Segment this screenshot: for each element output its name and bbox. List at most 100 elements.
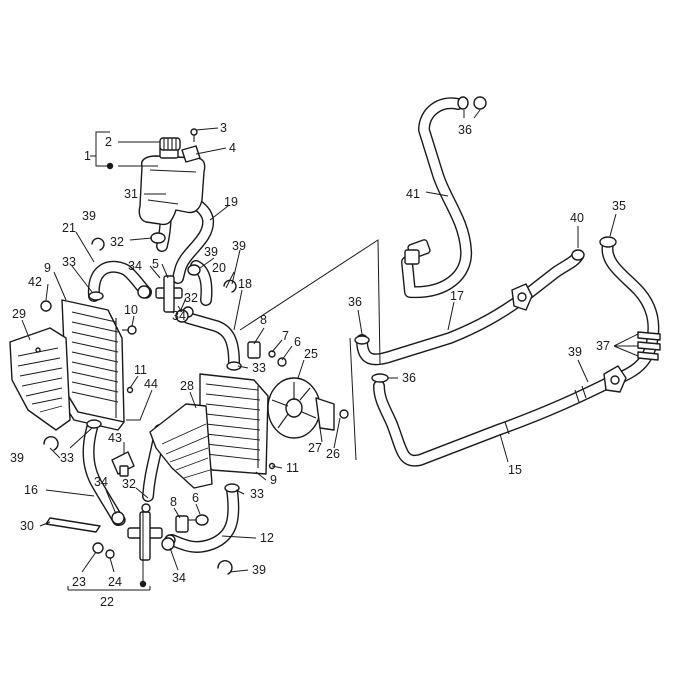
plate-30 [45, 517, 101, 533]
hose-18 [182, 312, 240, 368]
expansion-tank [138, 128, 206, 226]
clamp-36b [354, 335, 370, 345]
callout-33b: 33 [252, 361, 266, 375]
right-radiator-cover [149, 403, 213, 489]
t-fitting-lower [114, 503, 176, 561]
elbow-fitting [404, 239, 431, 265]
clamp-40 [571, 249, 585, 261]
callout-5: 5 [152, 257, 159, 271]
callout-9a: 9 [44, 261, 51, 275]
callout-39d: 39 [10, 451, 24, 465]
hose-16 [82, 422, 124, 526]
clip-39d [217, 560, 233, 575]
grommet-42 [40, 300, 52, 312]
callout-35: 35 [612, 199, 626, 213]
callout-12: 12 [260, 531, 274, 545]
callout-30: 30 [20, 519, 34, 533]
fan-bracket-27 [315, 397, 335, 431]
callout-15: 15 [508, 463, 522, 477]
ribs-37 [637, 331, 661, 361]
callout-36b: 36 [348, 295, 362, 309]
callout-34b: 34 [172, 309, 186, 323]
flange-15 [603, 365, 627, 393]
callout-39f: 39 [568, 345, 582, 359]
bracket-4 [181, 145, 201, 163]
callout-36a: 36 [458, 123, 472, 137]
bracket-8a [247, 341, 261, 359]
assembly-dot-1 [106, 162, 114, 170]
callout-6a: 6 [294, 335, 301, 349]
callout-39e: 39 [252, 563, 266, 577]
callout-19: 19 [224, 195, 238, 209]
hose-21 [87, 260, 152, 302]
callout-33d: 33 [250, 487, 264, 501]
cover-screw [35, 347, 41, 353]
callout-25: 25 [304, 347, 318, 361]
callout-32a: 32 [110, 235, 124, 249]
callout-3: 3 [220, 121, 227, 135]
hose-15 [373, 374, 620, 467]
bolt-10 [122, 325, 137, 335]
drain-23 [92, 542, 104, 554]
callout-11a: 11 [134, 363, 147, 377]
callout-31: 31 [124, 187, 138, 201]
clip-32a [150, 232, 166, 244]
bolt-6a [277, 357, 287, 367]
tank-cap [159, 137, 181, 151]
callout-8a: 8 [260, 313, 267, 327]
leader-lines [21, 109, 639, 591]
clamps [354, 96, 661, 435]
callout-7: 7 [282, 329, 289, 343]
hose-12 [166, 484, 240, 553]
callout-42: 42 [28, 275, 42, 289]
left-radiator [59, 299, 137, 431]
fitting-43 [111, 451, 135, 477]
callout-9b: 9 [270, 473, 277, 487]
callout-37: 37 [596, 339, 610, 353]
callout-11b: 11 [286, 461, 299, 475]
callout-23: 23 [72, 575, 86, 589]
callout-27: 27 [308, 441, 322, 455]
callout-39b: 39 [204, 245, 218, 259]
callout-34c: 34 [94, 475, 108, 489]
callout-33c: 33 [60, 451, 74, 465]
callout-32c: 32 [122, 477, 136, 491]
clip-39a [91, 237, 105, 251]
callout-17: 17 [450, 289, 464, 303]
callouts: 1 2 3 4 19 31 32 39 21 34 5 39 39 20 18 … [10, 121, 626, 609]
callout-33a: 33 [62, 255, 76, 269]
bolt-7 [268, 350, 276, 358]
callout-24: 24 [108, 575, 122, 589]
callout-39a: 39 [82, 209, 96, 223]
clamp-35 [599, 236, 617, 248]
drain-24 [105, 549, 115, 559]
callout-36c: 36 [402, 371, 416, 385]
clamps-33-34 [86, 285, 242, 551]
callout-44: 44 [144, 377, 158, 391]
callout-22: 22 [100, 595, 114, 609]
callout-32b: 32 [184, 291, 198, 305]
callout-28: 28 [180, 379, 194, 393]
bolt-26 [339, 409, 349, 419]
callout-8b: 8 [170, 495, 177, 509]
clamp-36c [371, 373, 389, 383]
callout-20: 20 [212, 261, 226, 275]
hose-41 [401, 97, 473, 299]
callout-40: 40 [570, 211, 584, 225]
clip-39b [223, 279, 237, 293]
callout-18: 18 [238, 277, 252, 291]
right-radiator [199, 373, 276, 475]
callout-34d: 34 [172, 571, 186, 585]
callout-26: 26 [326, 447, 340, 461]
bolt-6b [188, 514, 209, 526]
callout-21: 21 [62, 221, 76, 235]
bracket-8b [175, 515, 189, 533]
cooling-fan [267, 377, 349, 439]
callout-4: 4 [229, 141, 236, 155]
clip-39e [187, 264, 201, 276]
callout-43: 43 [108, 431, 122, 445]
clip-39c [43, 436, 59, 451]
hose-17 [356, 250, 584, 366]
callout-41: 41 [406, 187, 420, 201]
